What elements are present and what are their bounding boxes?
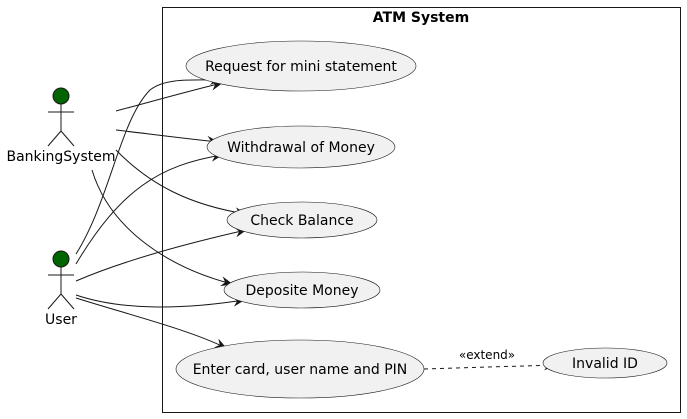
edge-extend-invalid-id	[423, 360, 556, 371]
use-case-enter-card[interactable]: Enter card, user name and PIN	[175, 339, 425, 399]
use-case-deposite-money[interactable]: Deposite Money	[223, 271, 381, 309]
use-case-check-balance[interactable]: Check Balance	[226, 201, 378, 239]
edge-banking-check-balance	[115, 149, 247, 218]
use-case-label: Withdrawal of Money	[227, 140, 375, 156]
actor-body-icon	[47, 267, 75, 310]
actor-head-icon	[52, 87, 70, 105]
use-case-withdrawal-of-money[interactable]: Withdrawal of Money	[206, 125, 396, 169]
edge-user-check-balance	[75, 227, 247, 282]
use-case-label: Check Balance	[250, 213, 353, 229]
edge-user-mini-statement	[75, 74, 222, 255]
edge-user-withdrawal	[75, 151, 223, 265]
edge-banking-mini-statement	[115, 80, 223, 112]
use-case-label: Deposite Money	[246, 283, 359, 299]
actor-body-icon	[47, 104, 75, 147]
use-case-label: Request for mini statement	[205, 59, 397, 75]
edge-user-enter-card	[75, 297, 227, 349]
extend-label: «extend»	[459, 348, 515, 362]
actor-label: BankingSystem	[6, 149, 115, 165]
use-case-invalid-id[interactable]: Invalid ID	[542, 347, 668, 379]
associations: «extend»	[75, 74, 556, 371]
edge-banking-withdrawal	[115, 129, 219, 146]
use-case-label: Enter card, user name and PIN	[193, 362, 408, 378]
use-case-label: Invalid ID	[572, 356, 638, 372]
actor-banking-system[interactable]: BankingSystem	[6, 87, 116, 165]
system-boundary	[162, 7, 681, 413]
use-case-request-mini-statement[interactable]: Request for mini statement	[185, 40, 417, 92]
actor-label: User	[45, 312, 77, 328]
edge-user-deposit	[75, 294, 245, 308]
actor-head-icon	[52, 250, 70, 268]
edge-banking-deposit	[91, 169, 233, 287]
system-title: ATM System	[373, 10, 469, 26]
actor-user[interactable]: User	[45, 250, 77, 328]
